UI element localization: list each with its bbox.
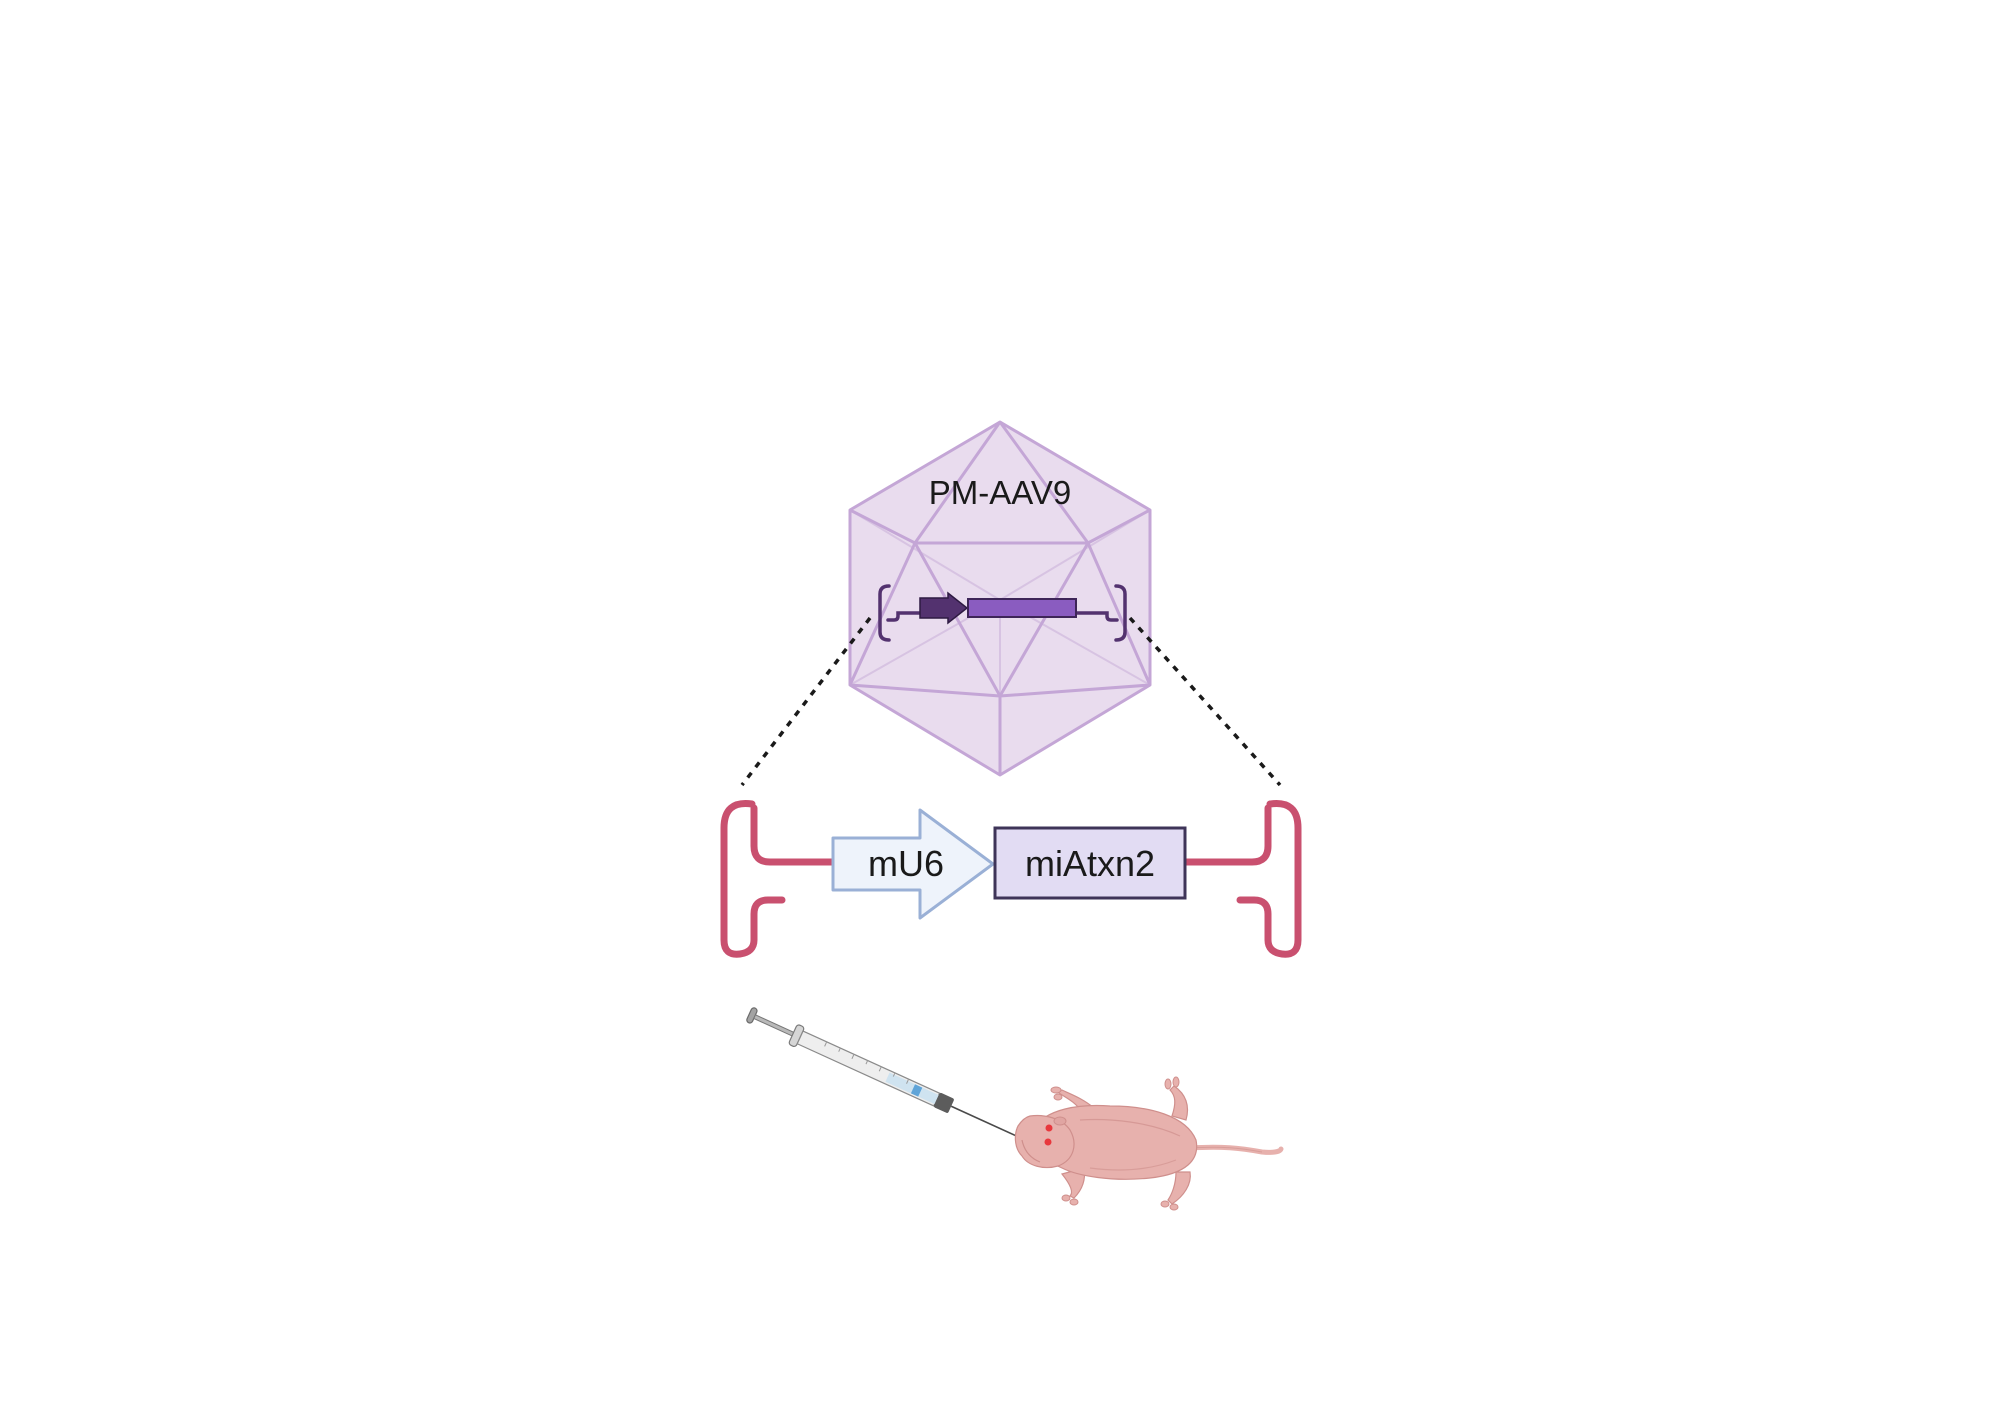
promoter-label: mU6 xyxy=(868,843,944,884)
neonatal-mouse-icon xyxy=(1014,1076,1284,1211)
insert-label: miAtxn2 xyxy=(1025,843,1155,884)
promoter-arrow xyxy=(831,808,995,920)
syringe-icon xyxy=(746,1007,1020,1139)
right-itr-icon xyxy=(1182,800,1302,958)
packaged-genome-icon xyxy=(878,584,1127,642)
mini-insert-box xyxy=(967,598,1077,618)
injection-site-marker xyxy=(1045,1124,1053,1132)
capsid-label: PM-AAV9 xyxy=(929,474,1071,511)
capsid-front-facets xyxy=(848,420,1152,777)
left-itr-icon xyxy=(720,800,838,958)
vector-construct: mU6 miAtxn2 xyxy=(720,800,1302,958)
zoom-connector xyxy=(740,616,1282,787)
injection-site-marker xyxy=(1044,1138,1052,1146)
mini-promoter-arrow xyxy=(919,591,969,625)
insert-box xyxy=(993,826,1187,900)
